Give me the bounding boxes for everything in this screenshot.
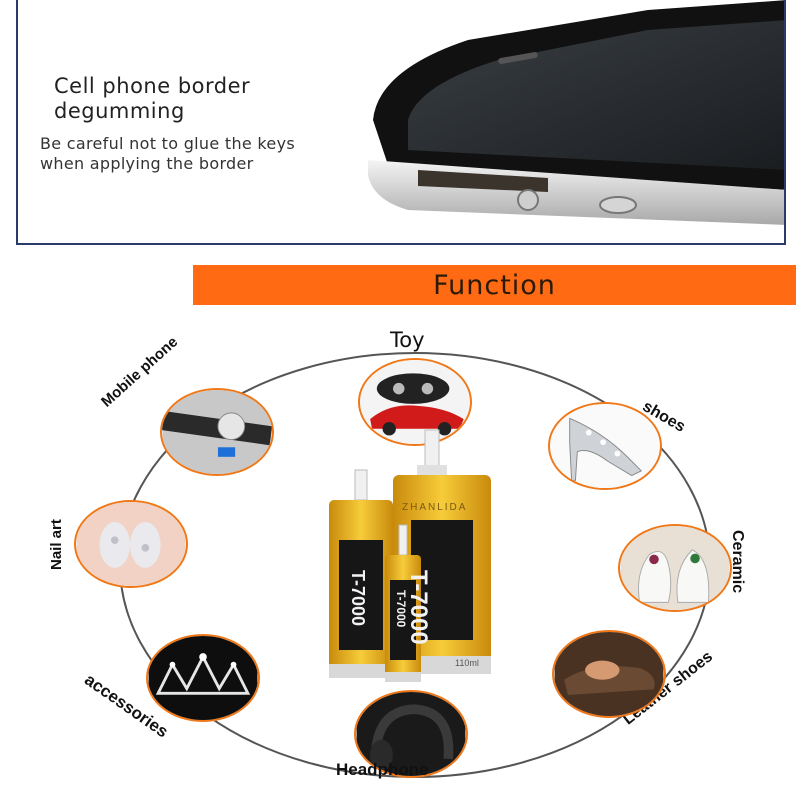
function-header-bar: Function [193, 265, 796, 305]
mid-tube-label: T-7000 [348, 570, 368, 627]
nail-art-photo [74, 500, 188, 588]
label-headphone: Headphone [336, 760, 429, 779]
usage-panel: Cell phone border degumming Be careful n… [16, 0, 786, 245]
application-wheel: Toy Mobile phone shoes Nail art [0, 320, 800, 800]
ceramic-photo [618, 524, 732, 612]
mobile-phone-photo [160, 388, 274, 476]
phone-edge-photo [368, 0, 784, 225]
brand-label: ZHANLIDA [402, 502, 468, 513]
label-nail-art: Nail art [48, 519, 65, 570]
small-tube-label: T-7000 [394, 590, 408, 628]
t7000-product-tubes [329, 429, 491, 682]
shoes-photo [548, 402, 662, 490]
leather-shoes-photo [552, 630, 666, 718]
accessories-photo [146, 634, 260, 722]
usage-note: Be careful not to glue the keys when app… [40, 134, 295, 173]
volume-label: 110ml [455, 658, 479, 668]
toy-car-photo [358, 358, 472, 446]
function-title: Function [433, 269, 556, 301]
usage-title: Cell phone border degumming [54, 74, 251, 123]
label-toy: Toy [390, 328, 425, 352]
large-tube-label: T-7000 [405, 570, 432, 645]
headphone-photo [354, 690, 468, 778]
